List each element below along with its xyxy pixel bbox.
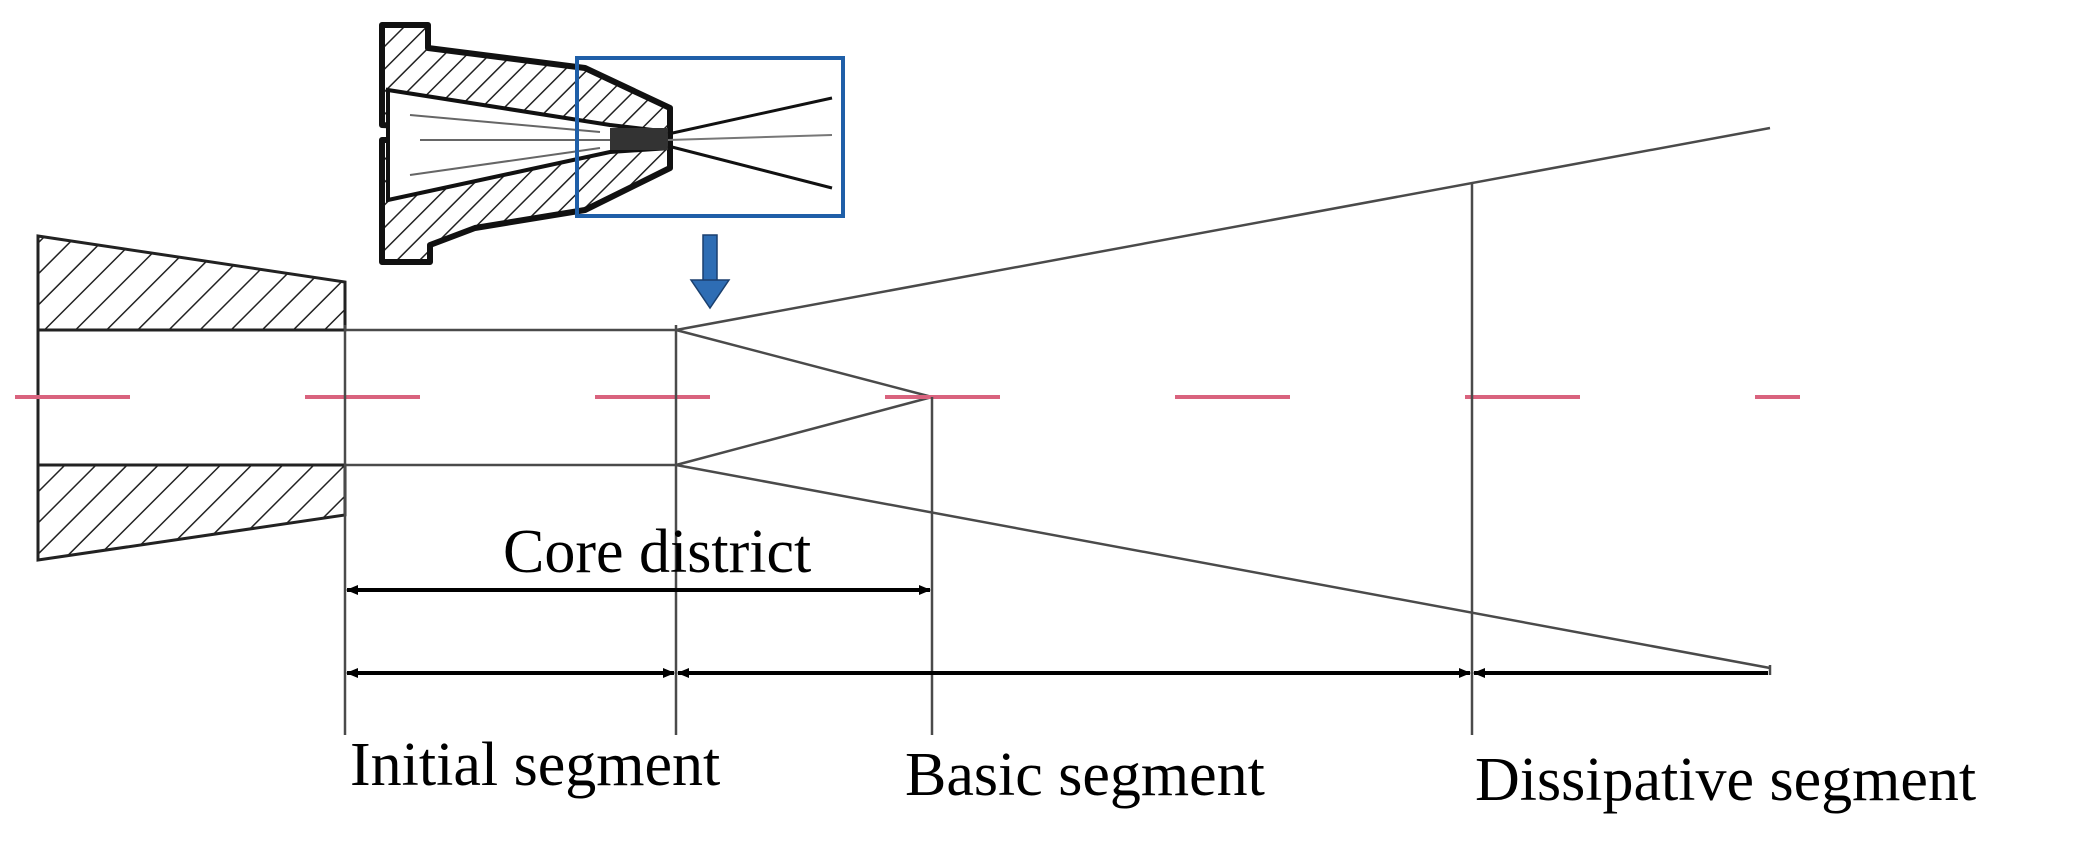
jet-outer-boundary-top — [675, 126, 1771, 332]
inset-throat — [610, 128, 668, 150]
inset-jet-line-lower — [667, 144, 833, 190]
nozzle-inset — [379, 22, 845, 265]
inset-jet-line-mid — [667, 134, 833, 141]
core-district-label: Core district — [503, 518, 811, 586]
inset-jet-line-upper — [667, 96, 833, 136]
basic-segment-label: Basic segment — [905, 741, 1265, 809]
initial-segment-label: Initial segment — [350, 731, 720, 799]
nozzle-upper-wall — [36, 234, 347, 332]
inset-zoom-frame — [575, 56, 845, 218]
core-cone-top — [675, 328, 933, 399]
core-cone-bottom — [675, 395, 933, 467]
jet-outer-boundary-bottom — [675, 463, 1771, 670]
dissipative-segment-label: Dissipative segment — [1475, 746, 1976, 814]
inset-flow-line-2 — [409, 147, 601, 176]
nozzle-lower-wall — [36, 463, 347, 562]
inset-flow-line-1 — [409, 114, 601, 133]
down-arrow-icon — [689, 234, 731, 310]
